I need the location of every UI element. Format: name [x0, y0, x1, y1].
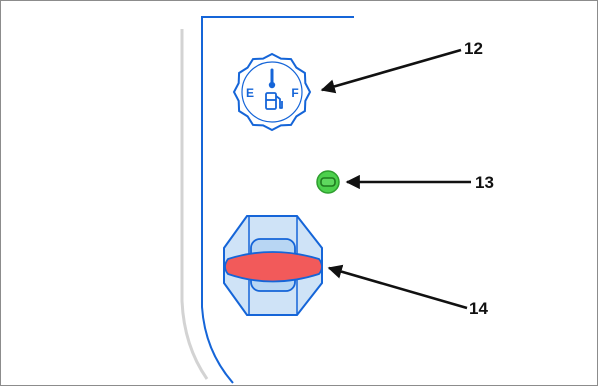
callout-13: 13: [345, 173, 494, 192]
indicator-light: [316, 170, 340, 194]
fuel-gauge-full-label: F: [291, 86, 298, 100]
callout-14: 14: [327, 264, 488, 318]
fuel-valve-knob-icon: [224, 251, 323, 283]
callout-14-arrow: [327, 264, 468, 310]
callout-14-label: 14: [469, 299, 488, 318]
inner-panel-edge: [201, 16, 354, 384]
fuel-pump-icon: [265, 92, 283, 110]
callout-13-label: 13: [475, 173, 494, 192]
fuel-gauge: E F: [232, 52, 312, 132]
fuel-gauge-bezel: [232, 52, 312, 132]
callout-12-label: 12: [464, 39, 483, 58]
callout-12: 12: [320, 39, 483, 94]
outer-panel-edge: [180, 29, 209, 380]
callout-12-arrow: [320, 48, 462, 94]
fuel-gauge-empty-label: E: [246, 86, 254, 100]
selector-knob: [223, 215, 323, 316]
